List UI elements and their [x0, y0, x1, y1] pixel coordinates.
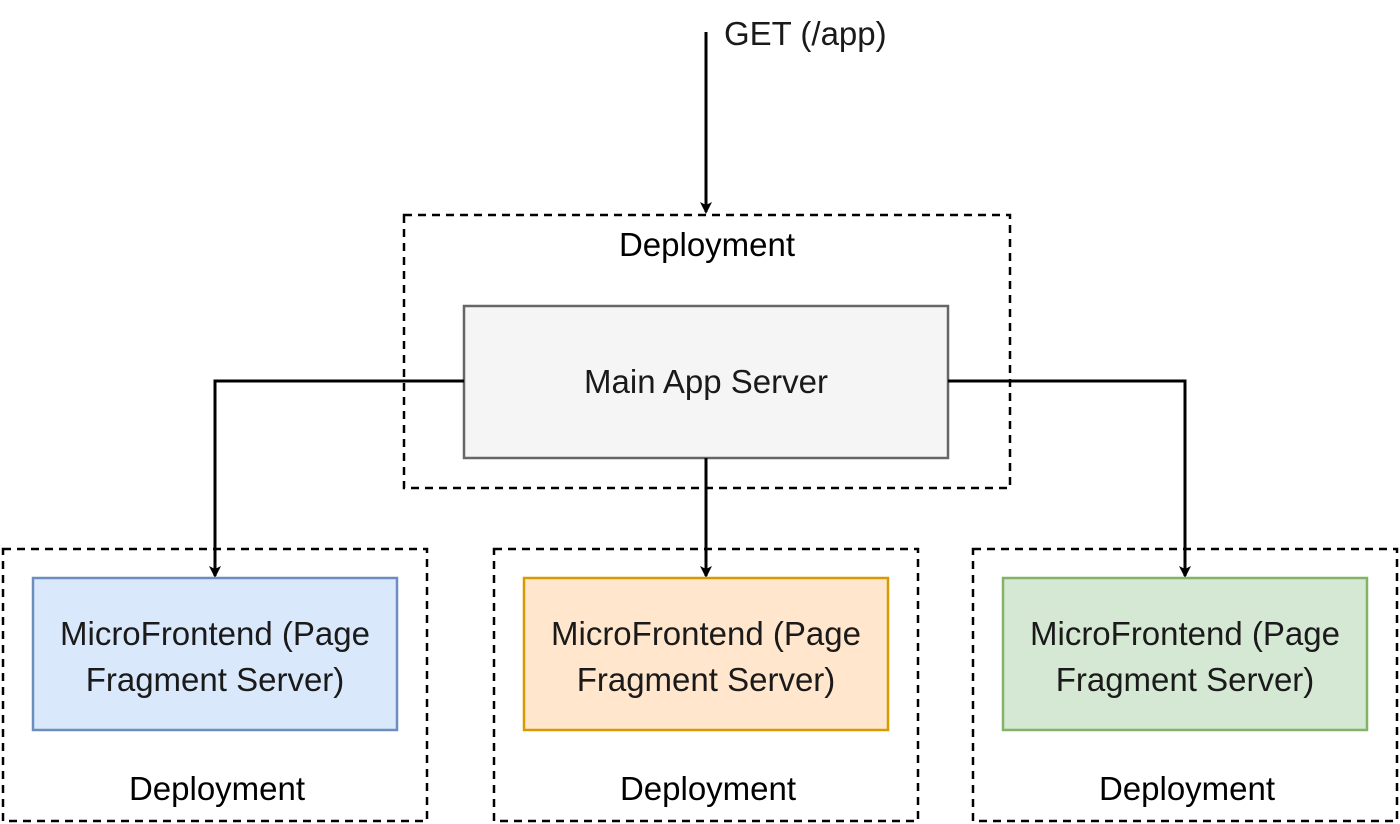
- fragment-server-label-line2: Fragment Server): [1056, 661, 1315, 698]
- fragment-server-label-line1: MicroFrontend (Page: [551, 615, 861, 652]
- fragment-deployment-green: MicroFrontend (Page Fragment Server) Dep…: [971, 547, 1399, 823]
- fragment-server-label-line2: Fragment Server): [577, 661, 836, 698]
- fragment-deployment-boundary: [492, 547, 920, 823]
- fragment-deployment-boundary: [971, 547, 1399, 823]
- fragment-deployment-blue: MicroFrontend (Page Fragment Server) Dep…: [1, 547, 429, 823]
- fragment-server-label-line2: Fragment Server): [86, 661, 345, 698]
- fragment-server-label-line1: MicroFrontend (Page: [1030, 615, 1340, 652]
- fragment-server-box-orange: [522, 576, 890, 732]
- main-deployment-label: Deployment: [619, 226, 795, 263]
- connector-right: [948, 379, 1191, 578]
- fragment-deployment-orange: MicroFrontend (Page Fragment Server) Dep…: [492, 547, 920, 823]
- connector-left: [209, 379, 464, 578]
- fragment-deployment-label: Deployment: [1099, 770, 1275, 807]
- fragment-server-box-blue: [31, 576, 399, 732]
- request-label: GET (/app): [724, 15, 887, 52]
- fragment-deployment-label: Deployment: [129, 770, 305, 807]
- main-app-server-label: Main App Server: [584, 363, 828, 400]
- fragment-server-box-green: [1001, 576, 1369, 732]
- fragment-server-label-line1: MicroFrontend (Page: [60, 615, 370, 652]
- fragment-deployment-boundary: [1, 547, 429, 823]
- fragment-deployment-label: Deployment: [620, 770, 796, 807]
